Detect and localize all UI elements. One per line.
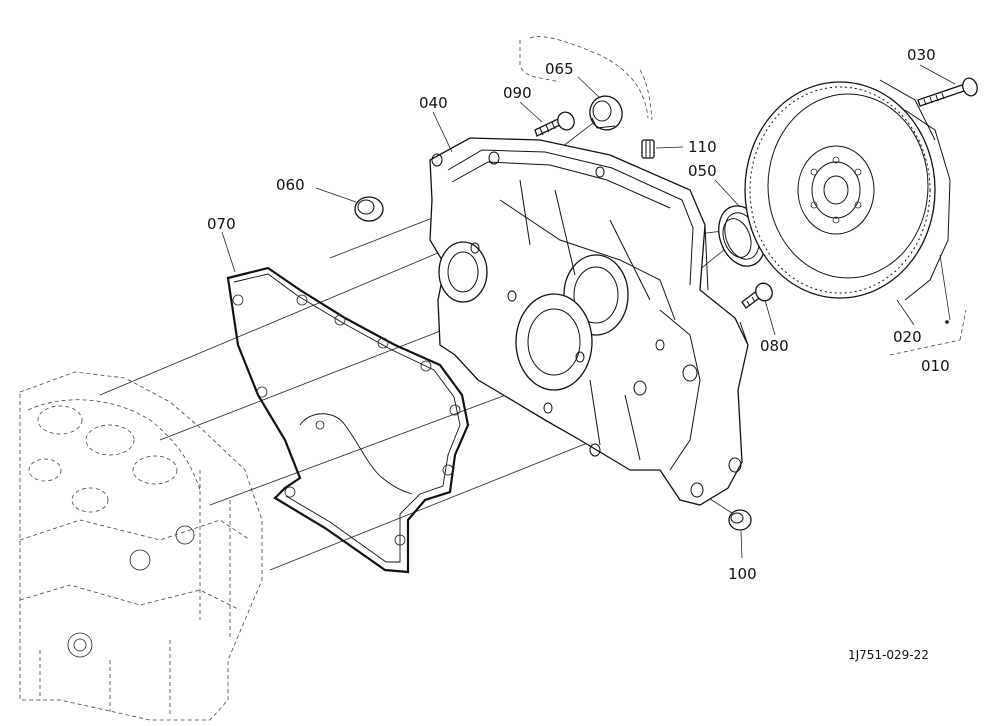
breather-pipe-outline bbox=[519, 36, 653, 121]
label-part-060: 060 bbox=[276, 176, 305, 194]
flywheel-020 bbox=[744, 79, 951, 301]
leader-lines bbox=[221, 64, 967, 559]
label-part-110: 110 bbox=[688, 138, 717, 156]
gasket-070 bbox=[226, 266, 470, 574]
label-part-020: 020 bbox=[893, 328, 922, 346]
label-part-040: 040 bbox=[419, 94, 448, 112]
label-part-100: 100 bbox=[728, 565, 757, 583]
label-part-010: 010 bbox=[921, 357, 950, 375]
plug-100 bbox=[728, 509, 752, 531]
label-part-030: 030 bbox=[907, 46, 936, 64]
label-part-070: 070 bbox=[207, 215, 236, 233]
bolt-110 bbox=[641, 139, 655, 159]
label-part-090: 090 bbox=[503, 84, 532, 102]
label-part-080: 080 bbox=[760, 337, 789, 355]
label-part-050: 050 bbox=[688, 162, 717, 180]
plug-065 bbox=[589, 95, 623, 131]
engine-block-outline bbox=[19, 371, 263, 721]
bolt-030 bbox=[917, 77, 978, 107]
bolt-080 bbox=[741, 282, 773, 309]
figure-code: 1J751-029-22 bbox=[848, 648, 929, 662]
label-part-065: 065 bbox=[545, 60, 574, 78]
plug-060 bbox=[354, 196, 384, 222]
gear-case-040 bbox=[429, 137, 749, 506]
bolt-090 bbox=[534, 111, 575, 137]
